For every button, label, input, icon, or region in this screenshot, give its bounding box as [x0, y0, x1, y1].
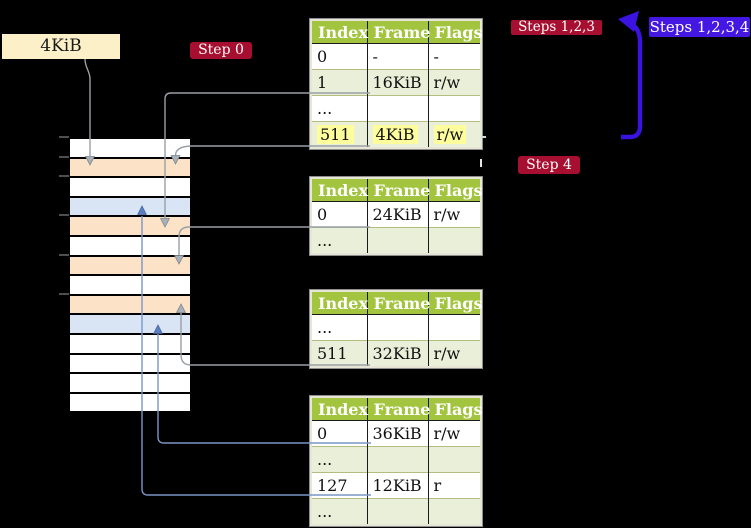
steps-arrowhead [618, 11, 639, 32]
highlighted-value: r/w [433, 125, 467, 144]
table-cell [428, 498, 480, 524]
column-header-index: Index [312, 292, 368, 315]
table-row: 511 4KiB r/w [312, 121, 480, 147]
table-cell: 0 [312, 201, 368, 228]
memory-address-tick [59, 214, 69, 217]
column-header-flags: Flags [428, 292, 483, 315]
column-header-index: Index [312, 21, 368, 44]
memory-frame-row [70, 374, 190, 394]
memory-address-tick [59, 292, 69, 295]
memory-frame-row [70, 158, 190, 179]
memory-frame-row [70, 197, 190, 218]
table-row: ... [312, 95, 480, 122]
column-header-flags: Flags [428, 179, 483, 202]
table-cell: r [428, 472, 480, 499]
table-cell [367, 314, 429, 341]
table-cell [428, 227, 480, 253]
highlighted-value: 4KiB [372, 125, 418, 144]
steps-arrow-curve [621, 21, 643, 140]
table-cell: ... [312, 227, 368, 253]
table-cell: 32KiB [367, 340, 429, 366]
table-cell: 0 [312, 43, 368, 70]
table-row: ... [312, 227, 480, 253]
table-cell: 511 [312, 121, 368, 147]
table-cell [367, 227, 429, 253]
table-cell: 511 [312, 340, 368, 366]
column-header-flags: Flags [428, 21, 483, 44]
memory-frame-row [70, 393, 190, 414]
table-cell: 127 [312, 472, 368, 499]
memory-address-tick [59, 155, 69, 158]
table-cell [367, 446, 429, 473]
physical-memory-column [70, 137, 190, 414]
column-header-frame: Frame [367, 398, 430, 421]
table-row: ... [312, 498, 480, 524]
table-cell: r/w [433, 424, 461, 443]
memory-frame-row [70, 217, 190, 237]
table-cell [367, 498, 429, 524]
memory-frame-row [70, 354, 190, 375]
column-header-frame: Frame [367, 292, 430, 315]
table-cell [428, 315, 480, 341]
badge-steps-1-2-3-4: Steps 1,2,3,4 [649, 17, 750, 37]
table-cell [367, 95, 429, 122]
memory-frame-row [70, 315, 190, 335]
memory-address-tick [59, 253, 69, 256]
table-cell: - [367, 43, 429, 70]
memory-frame-row [70, 295, 190, 316]
badge-steps-1-2-3: Steps 1,2,3 [511, 20, 602, 35]
table-cell: - [433, 47, 439, 66]
column-header-index: Index [312, 179, 368, 202]
column-header-frame: Frame [367, 179, 430, 202]
badge-step-4: Step 4 [518, 156, 580, 174]
table-cell: 36KiB [367, 420, 429, 447]
table-cell: r/w [428, 121, 480, 147]
table-cell: 24KiB [367, 201, 429, 228]
badge-step-0: Step 0 [190, 42, 252, 59]
table-row: 0-- [312, 43, 480, 70]
table-cell: 16KiB [367, 69, 429, 96]
table-cell: ... [312, 95, 368, 122]
memory-frame-row [70, 256, 190, 277]
memory-address-tick [59, 175, 69, 178]
table-cell: r/w [428, 69, 480, 96]
dash-artifact [480, 159, 482, 167]
table-cell: ... [312, 498, 368, 524]
highlighted-value: 511 [317, 125, 354, 144]
table-cell [428, 446, 480, 473]
memory-frame-row [70, 178, 190, 198]
table-cell [428, 95, 480, 122]
table-cell: r/w [428, 340, 480, 366]
frame-size-label: 4KiB [2, 34, 120, 59]
table-cell: 12KiB [367, 472, 429, 499]
column-header-index: Index [312, 398, 368, 421]
table-cell: ... [312, 314, 368, 341]
memory-address-tick [59, 136, 69, 138]
memory-frame-row [70, 139, 190, 159]
memory-frame-row [70, 276, 190, 296]
memory-frame-row [70, 236, 190, 257]
table-cell: 4KiB [367, 121, 429, 147]
table-cell: ... [312, 446, 368, 473]
memory-frame-row [70, 334, 190, 355]
table-cell: r/w [433, 205, 461, 224]
column-header-frame: Frame [367, 21, 430, 44]
table-cell: 1 [312, 69, 368, 96]
table-row: ... [312, 314, 480, 341]
table-row: ... [312, 446, 480, 473]
table-cell: 0 [312, 420, 368, 447]
column-header-flags: Flags [428, 398, 483, 421]
